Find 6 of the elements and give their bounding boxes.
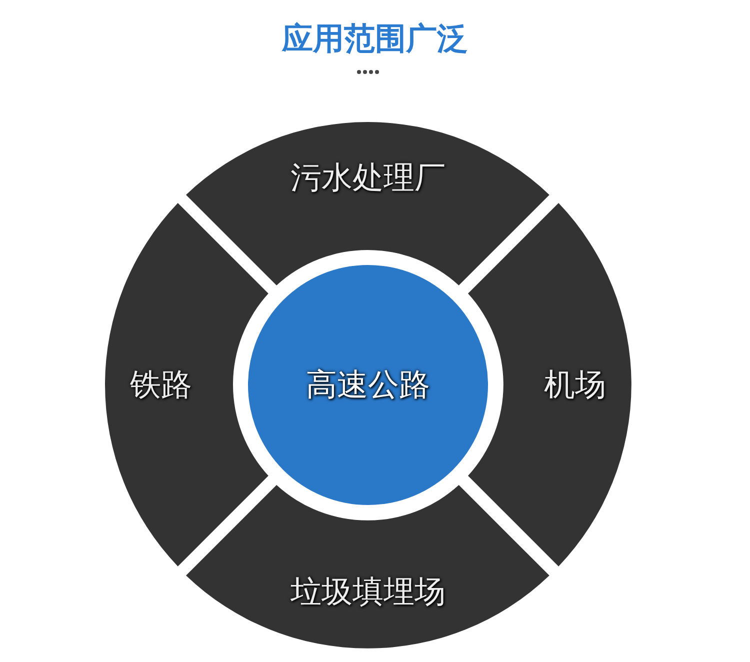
title: 应用范围广泛 — [280, 20, 469, 59]
segment-label: 垃圾填埋场 — [290, 572, 446, 612]
center-label: 高速公路 — [306, 366, 430, 405]
segment-label: 污水处理厂 — [290, 159, 446, 198]
segment-label: 机场 — [544, 366, 606, 405]
segment-label: 铁路 — [130, 366, 192, 405]
